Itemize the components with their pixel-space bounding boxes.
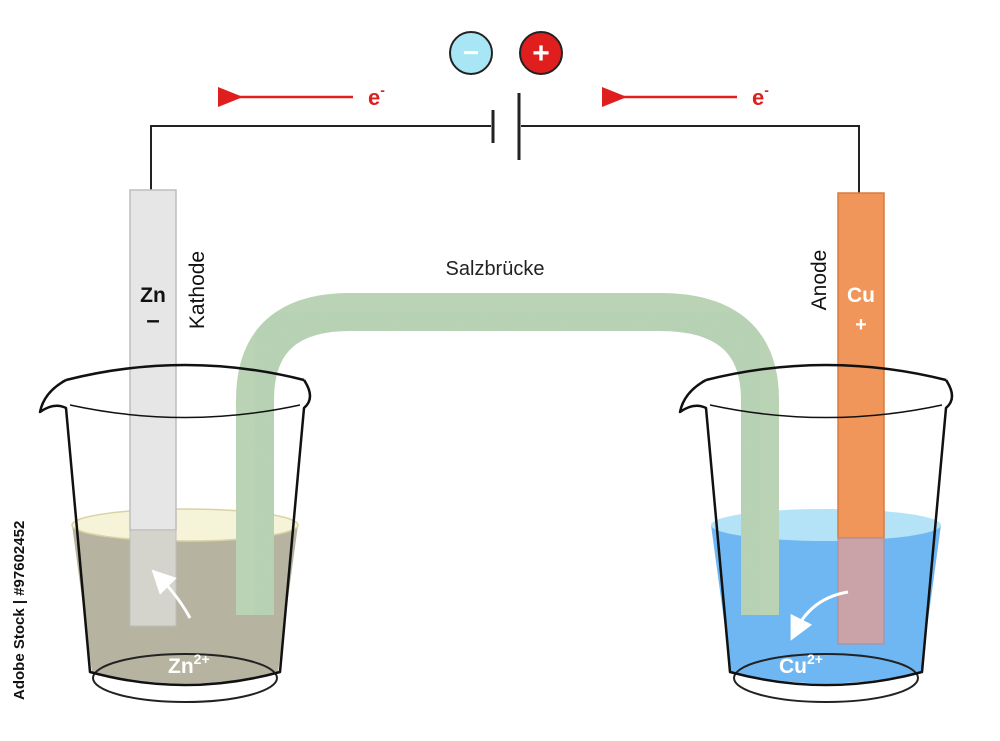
negative-terminal-symbol: − xyxy=(463,37,479,68)
electron-flow-right: e- xyxy=(602,82,769,110)
svg-text:Cu2+: Cu2+ xyxy=(779,651,823,678)
right-beaker xyxy=(678,363,954,687)
svg-text:e-: e- xyxy=(752,82,769,110)
positive-terminal-symbol: + xyxy=(532,37,550,70)
circuit-wire xyxy=(150,125,860,196)
zinc-electrode-sign: – xyxy=(146,307,159,334)
copper-electrode-sign: + xyxy=(855,314,867,336)
copper-ion-label: Cu xyxy=(779,655,807,678)
zinc-ion-arrow xyxy=(151,569,192,619)
electron-label-right: e xyxy=(752,85,764,110)
zinc-ion-charge: 2+ xyxy=(194,651,210,667)
positive-terminal-icon: + xyxy=(519,31,563,75)
electron-label-left-sup: - xyxy=(380,82,385,98)
zinc-electrode: Zn – xyxy=(129,189,177,627)
cathode-label: Kathode xyxy=(186,251,209,329)
salt-bridge-label: Salzbrücke xyxy=(446,258,545,280)
copper-ion-arrow xyxy=(790,590,849,641)
battery-symbol xyxy=(491,93,521,160)
electron-label-right-sup: - xyxy=(764,82,769,98)
electron-label-left: e xyxy=(368,85,380,110)
anode-label: Anode xyxy=(808,250,831,311)
salt-bridge xyxy=(236,293,779,615)
svg-text:Zn2+: Zn2+ xyxy=(168,651,210,678)
svg-text:e-: e- xyxy=(368,82,385,110)
stock-watermark: Adobe Stock | #97602452 xyxy=(11,521,28,700)
negative-terminal-icon: − xyxy=(449,31,493,75)
copper-electrode: Cu + xyxy=(837,192,885,645)
copper-electrode-symbol: Cu xyxy=(847,284,875,307)
electron-flow-left: e- xyxy=(218,82,385,110)
copper-ion-charge: 2+ xyxy=(807,651,823,667)
left-beaker xyxy=(38,363,312,687)
zinc-electrode-symbol: Zn xyxy=(140,284,166,307)
zinc-ion-label: Zn xyxy=(168,655,194,678)
